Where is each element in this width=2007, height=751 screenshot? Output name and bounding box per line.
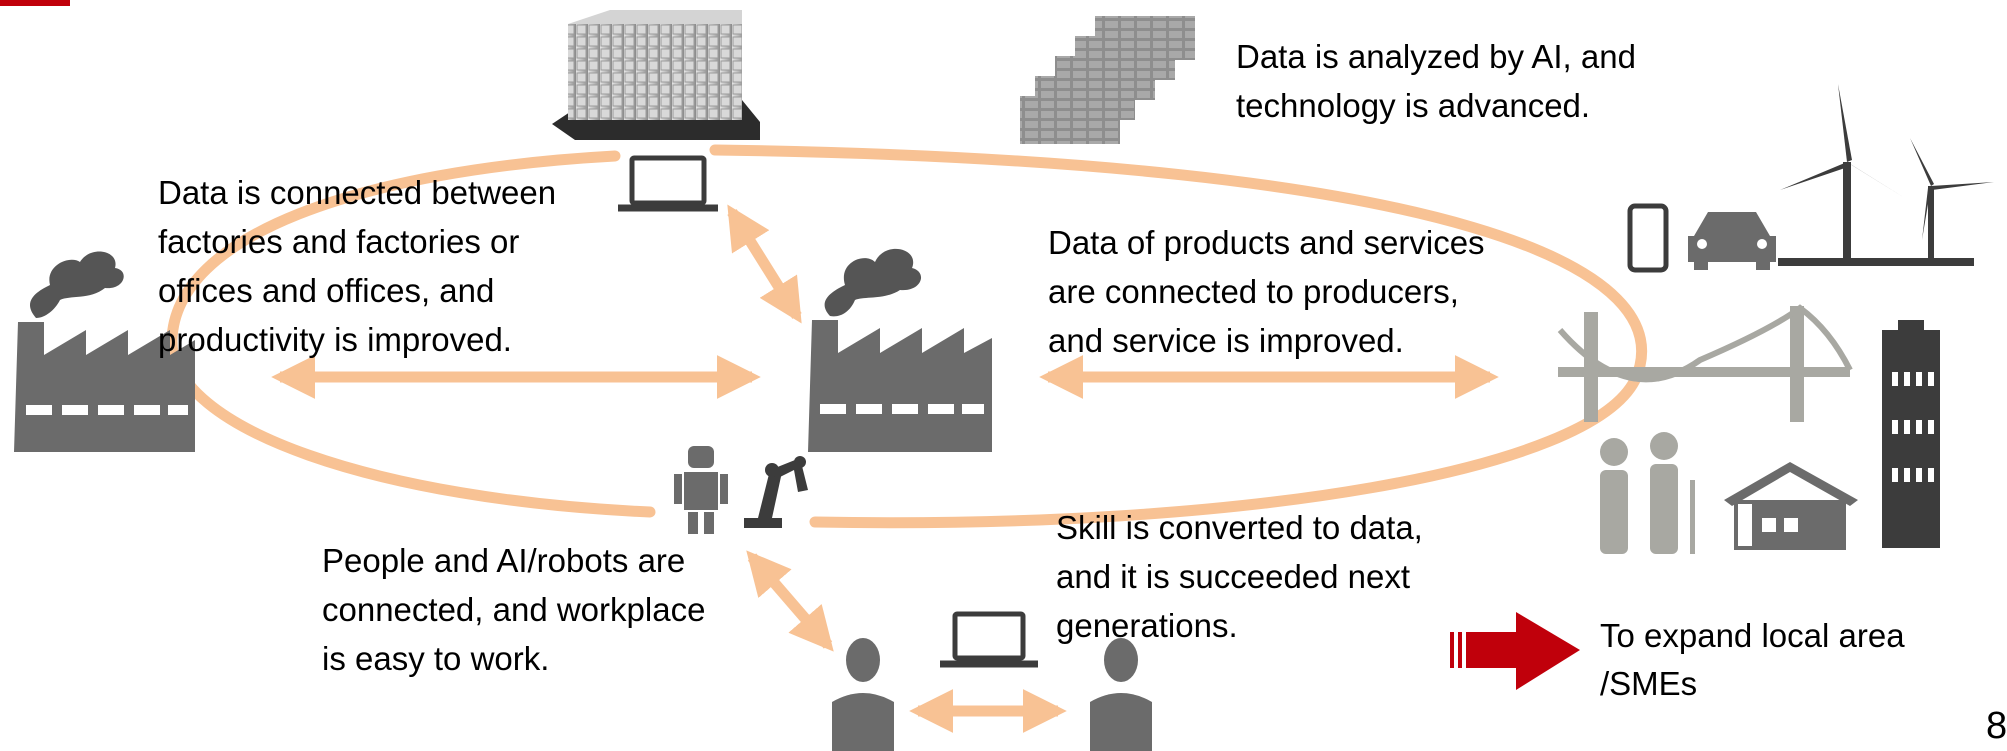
robot-arm-icon <box>744 456 808 528</box>
arrow-robot-person <box>746 550 834 652</box>
person-icon <box>832 638 894 751</box>
arrow-office-factory <box>727 204 802 324</box>
person-icon <box>1090 638 1152 751</box>
laptop-icon <box>940 611 1038 668</box>
wind-turbine-icon <box>1778 84 1994 266</box>
house-icon <box>1724 462 1858 550</box>
apartment-building-icon <box>1882 320 1940 548</box>
laptop-icon <box>618 155 718 212</box>
connector-arrows <box>271 204 1499 733</box>
bridge-icon <box>1557 304 1853 422</box>
factory-icon <box>808 248 992 452</box>
factory-connection-caption: Data is connected between factories and … <box>158 174 557 358</box>
server-racks-icon <box>1020 16 1195 144</box>
office-building-icon <box>552 10 760 140</box>
elderly-people-icon <box>1600 432 1695 554</box>
people-ai-caption: People and AI/robots are connected, and … <box>322 542 706 677</box>
corner-tab <box>0 0 70 6</box>
car-icon <box>1688 212 1776 270</box>
skill-data-caption: Skill is converted to data, and it is su… <box>1056 509 1423 644</box>
red-arrow-icon <box>1450 612 1580 690</box>
expand-area-caption: To expand local area /SMEs <box>1600 617 1905 702</box>
ai-analysis-caption: Data is analyzed by AI, and technology i… <box>1236 38 1636 124</box>
products-services-caption: Data of products and services are connec… <box>1048 224 1485 359</box>
smartphone-icon <box>1627 203 1669 273</box>
humanoid-robot-icon <box>674 446 728 534</box>
page-number: 8 <box>1986 705 2007 747</box>
factory-icon <box>14 251 195 452</box>
